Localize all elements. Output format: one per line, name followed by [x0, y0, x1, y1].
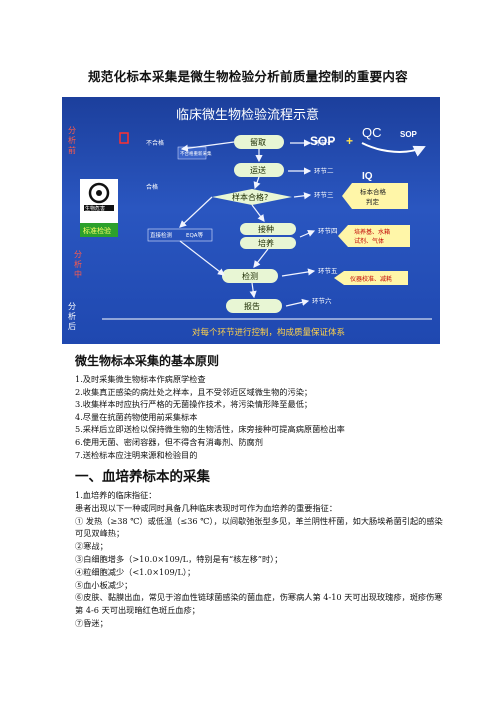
arrow-2 [253, 176, 261, 190]
callout-judge [342, 183, 408, 209]
principle-item: 7.送检标本应注明来源和检验目的 [75, 449, 198, 460]
rejected-label: 不合格 [146, 139, 164, 147]
blood-culture-body: 1.血培养的临床指征： 患者出现以下一种或同时具备几种临床表现时可作为血培养的重… [75, 489, 443, 630]
arrow-5 [249, 282, 257, 299]
flowchart-header: 临床微生物检验流程示意 [176, 107, 319, 123]
principle-item: 5.采样后立即送检以保持微生物的生物活性，床旁接种可提高病原菌检出率 [75, 424, 345, 435]
node-report [226, 299, 282, 313]
green-label-box [80, 223, 118, 237]
callout-judge-line1: 标本合格 [360, 187, 387, 196]
node-collect [234, 135, 284, 149]
arrow-step3 [293, 192, 312, 200]
flowchart-footer: 对每个环节进行控制，构成质量保证体系 [192, 327, 345, 338]
node-detect [222, 269, 278, 283]
iq-label: IQ [362, 171, 373, 182]
principles-list: 1.及时采集微生物标本作病原学检查 2.收集真正感染的病灶处之样本，且不受邻近区… [75, 373, 445, 461]
arrow-direct-detect [179, 240, 225, 276]
phase-mid-1: 分 [74, 250, 82, 259]
indication-item: ① 发热（≥38 ℃）或低温（≤36 ℃），以间歇弛张型多见，革兰阴性杆菌，如大… [75, 515, 443, 539]
indication-item: ⑦昏迷； [75, 617, 108, 628]
step-1-label: 环节一 [314, 139, 334, 147]
phase-mid-3: 中 [74, 269, 82, 279]
plus-label: + [346, 134, 353, 148]
principle-item: 4.尽量在抗菌药物使用前采集标本 [75, 411, 198, 422]
indication-item: ②寒战； [75, 541, 108, 552]
green-label: 标准检验 [83, 226, 111, 235]
sop-label: SOP [310, 134, 335, 148]
phase-post-3: 后 [68, 321, 76, 331]
arrow-direct [179, 196, 213, 228]
arrow-step4 [299, 230, 316, 238]
phase-post-2: 析 [68, 311, 76, 321]
node-detect-label: 检测 [242, 271, 258, 281]
step-4-label: 环节四 [318, 227, 338, 235]
biohazard-icon-center [96, 190, 102, 196]
principles-heading: 微生物标本采集的基本原则 [75, 354, 220, 368]
callout-instrument-label: 仪器校准、减耗 [350, 275, 392, 283]
step-5-label: 环节五 [318, 267, 338, 275]
callout-media [338, 225, 410, 247]
biohazard-label: 生物危害 [85, 205, 105, 212]
arrow-step6 [285, 298, 310, 307]
indication-item: ⑥皮肤、黏膜出血，常见于溶血性链球菌感染的菌血症，伤寒病人第 4-10 天可出现… [75, 592, 443, 616]
biohazard-bar [84, 205, 114, 211]
biohazard-icon [88, 182, 110, 204]
step-6-label: 环节六 [312, 296, 332, 305]
indication-item: ⑤血小板减少； [75, 579, 133, 590]
callout-media-line2: 试剂、气体 [354, 237, 384, 245]
node-inoculate-label: 接种 [258, 224, 274, 234]
callout-media-line1: 培养基、水箱 [354, 228, 390, 236]
blood-culture-subheading: 1.血培养的临床指征： [75, 490, 157, 500]
callout-judge-line2: 判定 [366, 197, 380, 206]
principle-item: 1.及时采集微生物标本作病原学检查 [75, 374, 206, 384]
qualified-label: 合格 [146, 183, 158, 191]
direct-detect-label: 直接检测 [150, 231, 173, 239]
eqa-label: EQA等 [186, 231, 204, 239]
step-2-label: 环节二 [314, 167, 334, 175]
node-culture-label: 培养 [258, 238, 274, 248]
node-culture [240, 237, 296, 249]
qc-arrow [361, 142, 426, 157]
phase-pre-3: 前 [68, 145, 76, 155]
node-collect-label: 留取 [250, 137, 266, 147]
phase-pre-2: 析 [68, 135, 76, 145]
node-transport [234, 163, 284, 177]
blood-culture-heading: 一、血培养标本的采集 [75, 469, 210, 485]
principle-item: 3.收集样本时应执行严格的无菌操作技术，将污染情形降至最低； [75, 399, 313, 410]
principle-item: 2.收集真正感染的病灶处之样本，且不受邻近区域微生物的污染； [75, 386, 313, 397]
callout-instrument [334, 271, 408, 285]
phase-pre-1: 分 [68, 126, 76, 135]
arrow-4 [253, 248, 269, 268]
node-inoculate [240, 223, 296, 235]
arrow-reject [180, 141, 235, 152]
microbiology-flowchart: 临床微生物检验流程示意 SOP + QC SOP IQ 分 析 前 分 析 中 … [62, 97, 440, 344]
indication-item: ④粒细胞减少（<1.0×109/L）； [75, 566, 196, 577]
arrow-3 [251, 204, 265, 222]
phase-post-1: 分 [68, 302, 76, 311]
node-transport-label: 运送 [250, 165, 266, 175]
step-3-label: 环节三 [314, 191, 334, 199]
sample-cup-icon [119, 132, 129, 144]
node-qualified-question [212, 189, 292, 205]
blood-culture-intro: 患者出现以下一种或同时具备几种临床表现时可作为血培养的重要指征： [75, 502, 338, 513]
indication-item: ③白细胞增多（>10.0×109/L，特别是有“核左移”时）； [75, 553, 283, 564]
sop-right-label: SOP [400, 130, 418, 139]
qc-label: QC [362, 125, 382, 140]
flowchart-canvas: 临床微生物检验流程示意 SOP + QC SOP IQ 分 析 前 分 析 中 … [68, 107, 432, 338]
document-title: 规范化标本采集是微生物检验分析前质量控制的重要内容 [87, 69, 408, 84]
resample-label: 不合格重新采集 [180, 150, 212, 157]
phase-mid-2: 析 [74, 259, 82, 269]
arrow-step5 [281, 268, 316, 277]
node-report-label: 报告 [244, 301, 260, 311]
principle-item: 6.使用无菌、密闭容器，但不得含有消毒剂、防腐剂 [75, 436, 263, 447]
node-qualified-question-label: 样本合格? [232, 192, 268, 202]
